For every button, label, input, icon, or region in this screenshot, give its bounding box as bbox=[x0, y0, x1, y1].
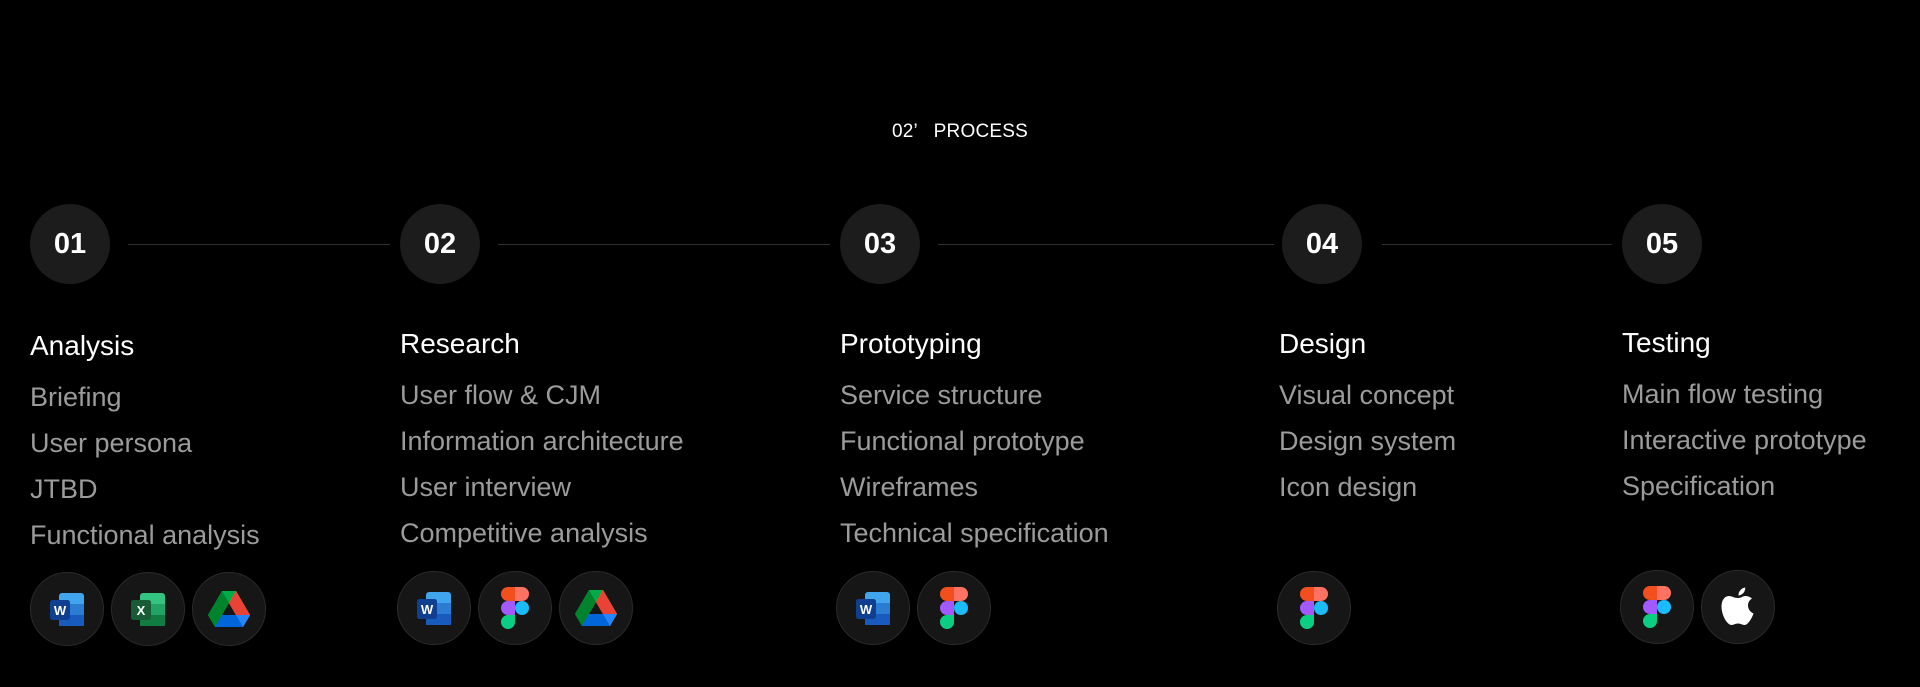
task-item: Specification bbox=[1622, 471, 1776, 501]
task-item: Functional prototype bbox=[840, 426, 1085, 456]
task-item: Main flow testing bbox=[1622, 379, 1824, 409]
step-number-badge: 02 bbox=[400, 204, 480, 284]
tool-row bbox=[1277, 571, 1351, 645]
google-drive-icon bbox=[559, 571, 633, 645]
step-column-testing: Testing Main flow testing Interactive pr… bbox=[1622, 323, 1867, 509]
step-column-prototyping: Prototyping Service structure Functional… bbox=[840, 324, 1109, 556]
figma-icon bbox=[917, 571, 991, 645]
step-column-design: Design Visual concept Design system Icon… bbox=[1279, 324, 1456, 510]
step-title: Prototyping bbox=[840, 328, 982, 359]
google-drive-icon bbox=[192, 572, 266, 646]
task-item: Technical specification bbox=[840, 518, 1109, 548]
task-item: Briefing bbox=[30, 382, 122, 412]
task-item: User interview bbox=[400, 472, 572, 502]
task-item: Icon design bbox=[1279, 472, 1418, 502]
word-icon: W bbox=[30, 572, 104, 646]
tool-row bbox=[1620, 570, 1775, 644]
step-number-badge: 03 bbox=[840, 204, 920, 284]
task-item: JTBD bbox=[30, 474, 98, 504]
task-item: Competitive analysis bbox=[400, 518, 648, 548]
step-connector bbox=[128, 244, 390, 245]
task-item: Service structure bbox=[840, 380, 1043, 410]
step-title: Design bbox=[1279, 328, 1367, 359]
task-list: Visual concept Design system Icon design bbox=[1279, 372, 1456, 510]
step-title: Analysis bbox=[30, 330, 135, 361]
figma-icon bbox=[1277, 571, 1351, 645]
step-connector bbox=[938, 244, 1274, 245]
step-number-badge: 04 bbox=[1282, 204, 1362, 284]
task-item: Information architecture bbox=[400, 426, 684, 456]
task-item: Functional analysis bbox=[30, 520, 260, 550]
svg-text:W: W bbox=[860, 602, 873, 617]
step-number-badge: 01 bbox=[30, 204, 110, 284]
task-list: Main flow testing Interactive prototype … bbox=[1622, 371, 1867, 509]
word-icon: W bbox=[397, 571, 471, 645]
step-title: Testing bbox=[1622, 327, 1711, 358]
task-list: Service structure Functional prototype W… bbox=[840, 372, 1109, 556]
svg-text:W: W bbox=[54, 603, 67, 618]
tool-row: W X bbox=[30, 572, 266, 646]
task-item: Wireframes bbox=[840, 472, 979, 502]
tool-row: W bbox=[397, 571, 633, 645]
tool-row: W bbox=[836, 571, 991, 645]
step-column-research: Research User flow & CJM Information arc… bbox=[400, 324, 684, 556]
task-item: Visual concept bbox=[1279, 380, 1455, 410]
figma-icon bbox=[478, 571, 552, 645]
task-item: User persona bbox=[30, 428, 193, 458]
step-connector bbox=[498, 244, 830, 245]
step-number-badge: 05 bbox=[1622, 204, 1702, 284]
apple-icon bbox=[1701, 570, 1775, 644]
figma-icon bbox=[1620, 570, 1694, 644]
svg-text:W: W bbox=[421, 602, 434, 617]
task-item: Design system bbox=[1279, 426, 1457, 456]
task-item: User flow & CJM bbox=[400, 380, 602, 410]
task-list: Briefing User persona JTBD Functional an… bbox=[30, 374, 260, 558]
word-icon: W bbox=[836, 571, 910, 645]
section-title: 02’ PROCESS bbox=[892, 121, 1028, 142]
svg-text:X: X bbox=[137, 603, 146, 618]
step-connector bbox=[1382, 244, 1612, 245]
step-title: Research bbox=[400, 328, 520, 359]
excel-icon: X bbox=[111, 572, 185, 646]
task-item: Interactive prototype bbox=[1622, 425, 1867, 455]
task-list: User flow & CJM Information architecture… bbox=[400, 372, 684, 556]
step-column-analysis: Analysis Briefing User persona JTBD Func… bbox=[30, 326, 260, 558]
